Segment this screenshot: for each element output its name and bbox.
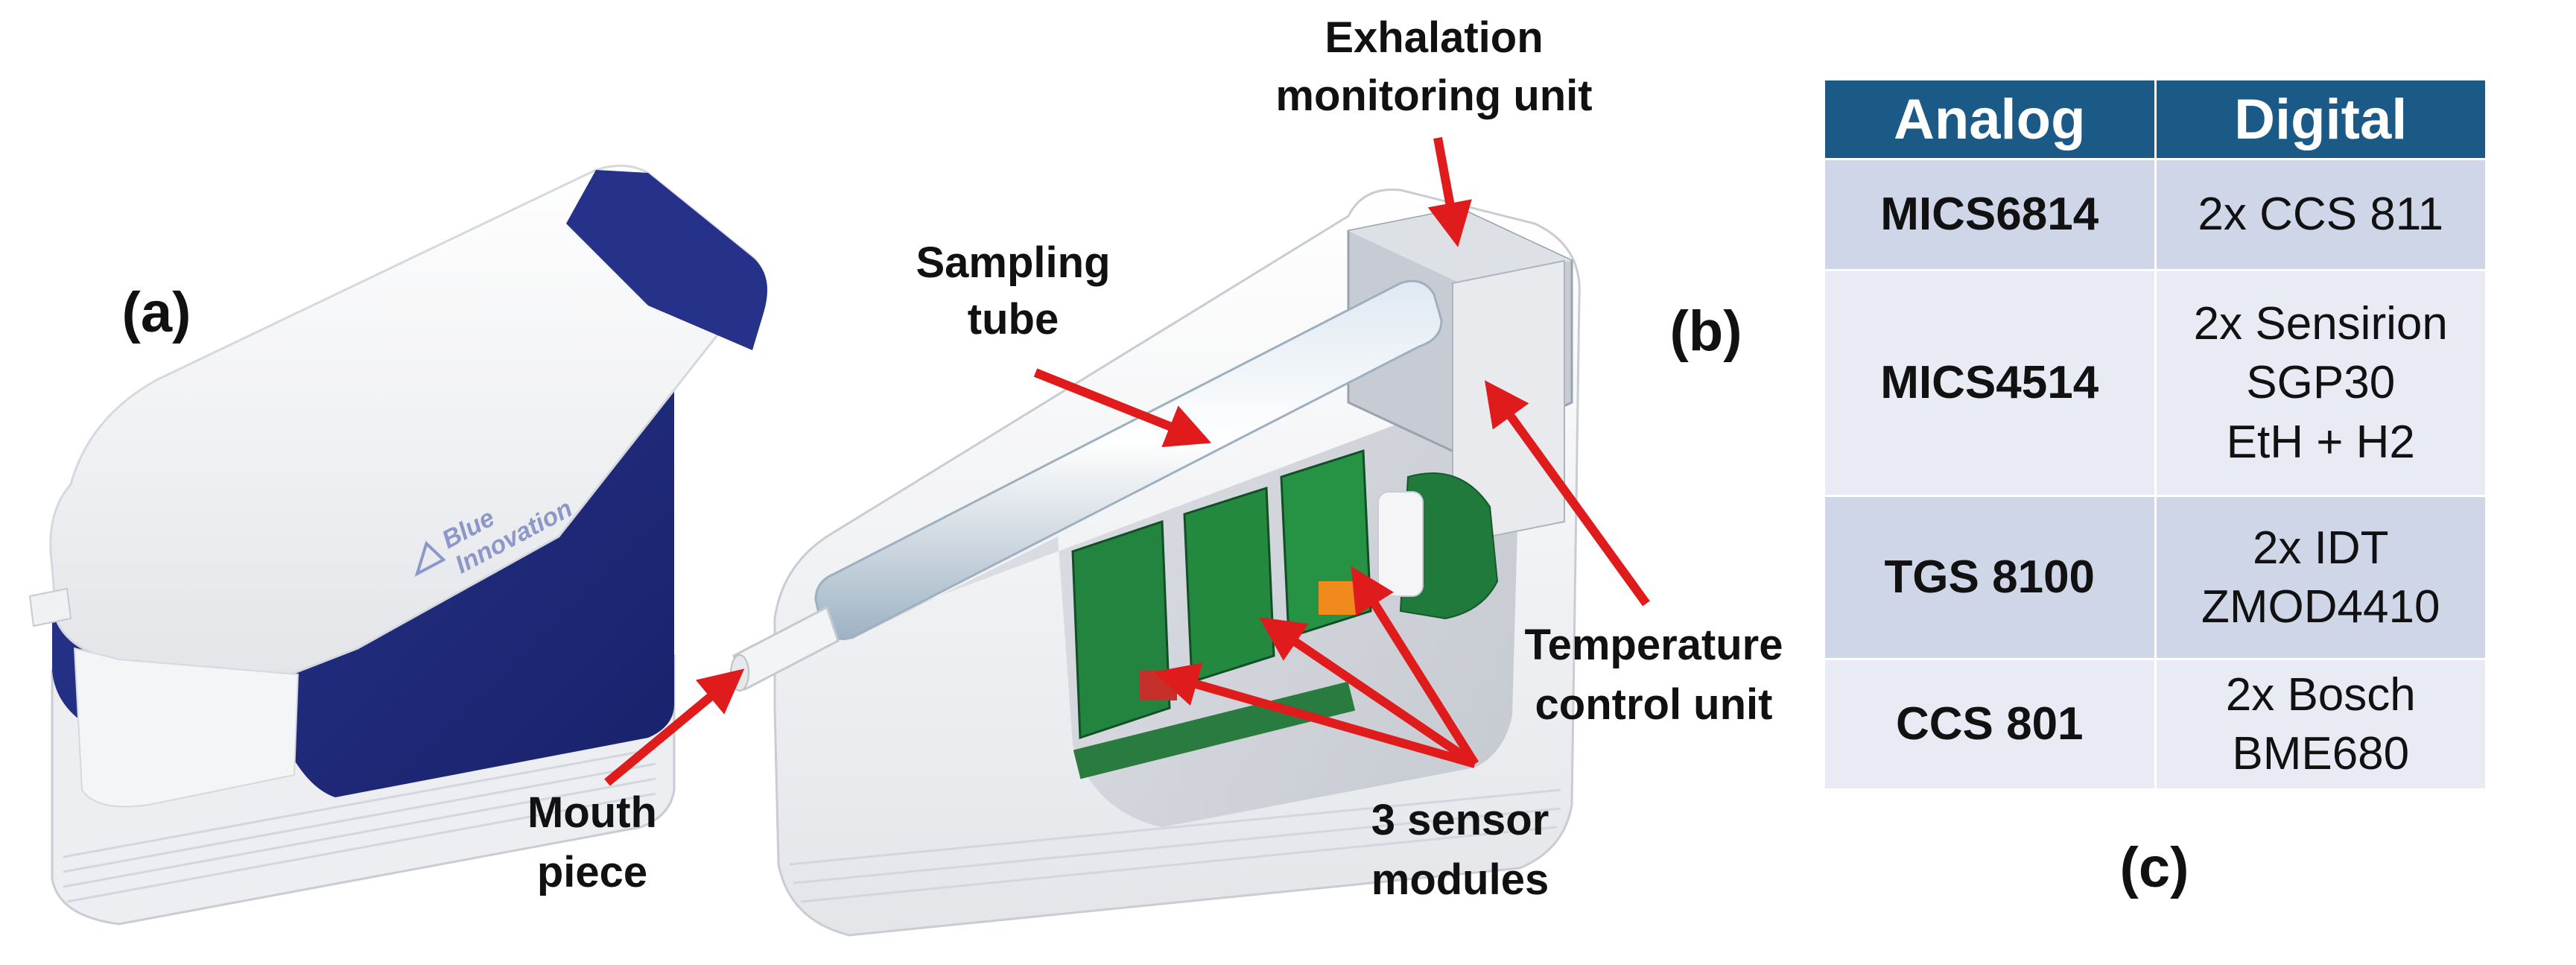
sensor-arrow-3 [1351,566,1479,767]
annotation-temperature: Temperature control unit [1484,380,1783,729]
table-row: MICS4514 2x Sensirion SGP30 EtH + H2 [1823,269,2487,497]
sensor-table: Analog Digital MICS6814 2x CCS 811 MICS4… [1823,78,2487,791]
annotation-sensor: 3 sensor modules [1153,566,1549,904]
annotation-exhalation: Exhalation monitoring unit [1275,13,1593,247]
sensor-module-2 [1183,486,1275,684]
digital-cell: 2x IDT ZMOD4410 [2154,495,2487,660]
header-analog: Analog [1823,78,2157,160]
device-a: Blue Innovation [28,164,767,926]
sensor-chip-orange [1319,581,1356,615]
analog-cell: TGS 8100 [1823,495,2157,660]
header-digital: Digital [2154,78,2487,160]
table-row: MICS6814 2x CCS 811 [1823,158,2487,271]
digital-cell: 2x Sensirion SGP30 EtH + H2 [2154,269,2487,497]
sensor-module-1 [1071,519,1171,740]
mouth-label-line2: piece [537,848,647,896]
mouth-label-line1: Mouth [527,788,657,837]
annotation-mouth: Mouth piece [527,668,745,896]
digital-cell-line: EtH + H2 [2226,416,2415,468]
digital-cell-line: SGP30 [2246,357,2396,409]
temperature-arrow [1484,380,1650,607]
temperature-label-line2: control unit [1535,680,1773,729]
device-a-mouth-stub [28,587,72,627]
table-row: CCS 801 2x Bosch BME680 [1823,658,2487,791]
panel-label-c: (c) [2120,836,2189,899]
analog-cell: MICS4514 [1823,269,2157,497]
digital-cell-line: ZMOD4410 [2201,581,2440,633]
sampling-tube [814,279,1443,640]
sensor-label-line2: modules [1371,855,1549,904]
analog-cell: MICS6814 [1823,158,2157,271]
table-header-row: Analog Digital [1823,78,2487,160]
digital-cell: 2x Bosch BME680 [2154,658,2487,791]
digital-cell-line: 2x Sensirion [2193,297,2448,349]
mouth-arrow [604,668,745,786]
temperature-module [1377,491,1424,597]
analog-cell: CCS 801 [1823,658,2157,791]
digital-cell-line: 2x IDT [2252,522,2389,574]
exhalation-label-line1: Exhalation [1325,13,1543,62]
device-a-ribs [63,747,656,903]
table-row: TGS 8100 2x IDT ZMOD4410 [1823,495,2487,660]
sampling-label-line2: tube [968,295,1059,344]
exhalation-arrow [1427,136,1472,247]
digital-cell-line: 2x CCS 811 [2198,189,2444,241]
temperature-board [1399,472,1499,620]
device-a-blue-cap [566,170,767,350]
sampling-arrow [1033,368,1212,448]
annotation-sampling: Sampling tube [916,238,1212,448]
panel-label-a: (a) [122,281,191,344]
sensor-arrow-2 [1259,617,1478,768]
exhalation-label-line2: monitoring unit [1275,72,1592,120]
device-a-side-panel [73,647,299,808]
panel-label-b: (b) [1669,300,1742,363]
sampling-label-line1: Sampling [916,238,1110,287]
digital-cell: 2x CCS 811 [2154,158,2487,271]
digital-cell-line: 2x Bosch [2225,668,2416,721]
device-b-ribs [789,788,1561,903]
digital-cell-line: BME680 [2232,728,2410,779]
sensor-label-line1: 3 sensor [1371,796,1549,844]
temperature-label-line1: Temperature [1524,621,1783,669]
sensor-arrow-1 [1153,662,1476,768]
